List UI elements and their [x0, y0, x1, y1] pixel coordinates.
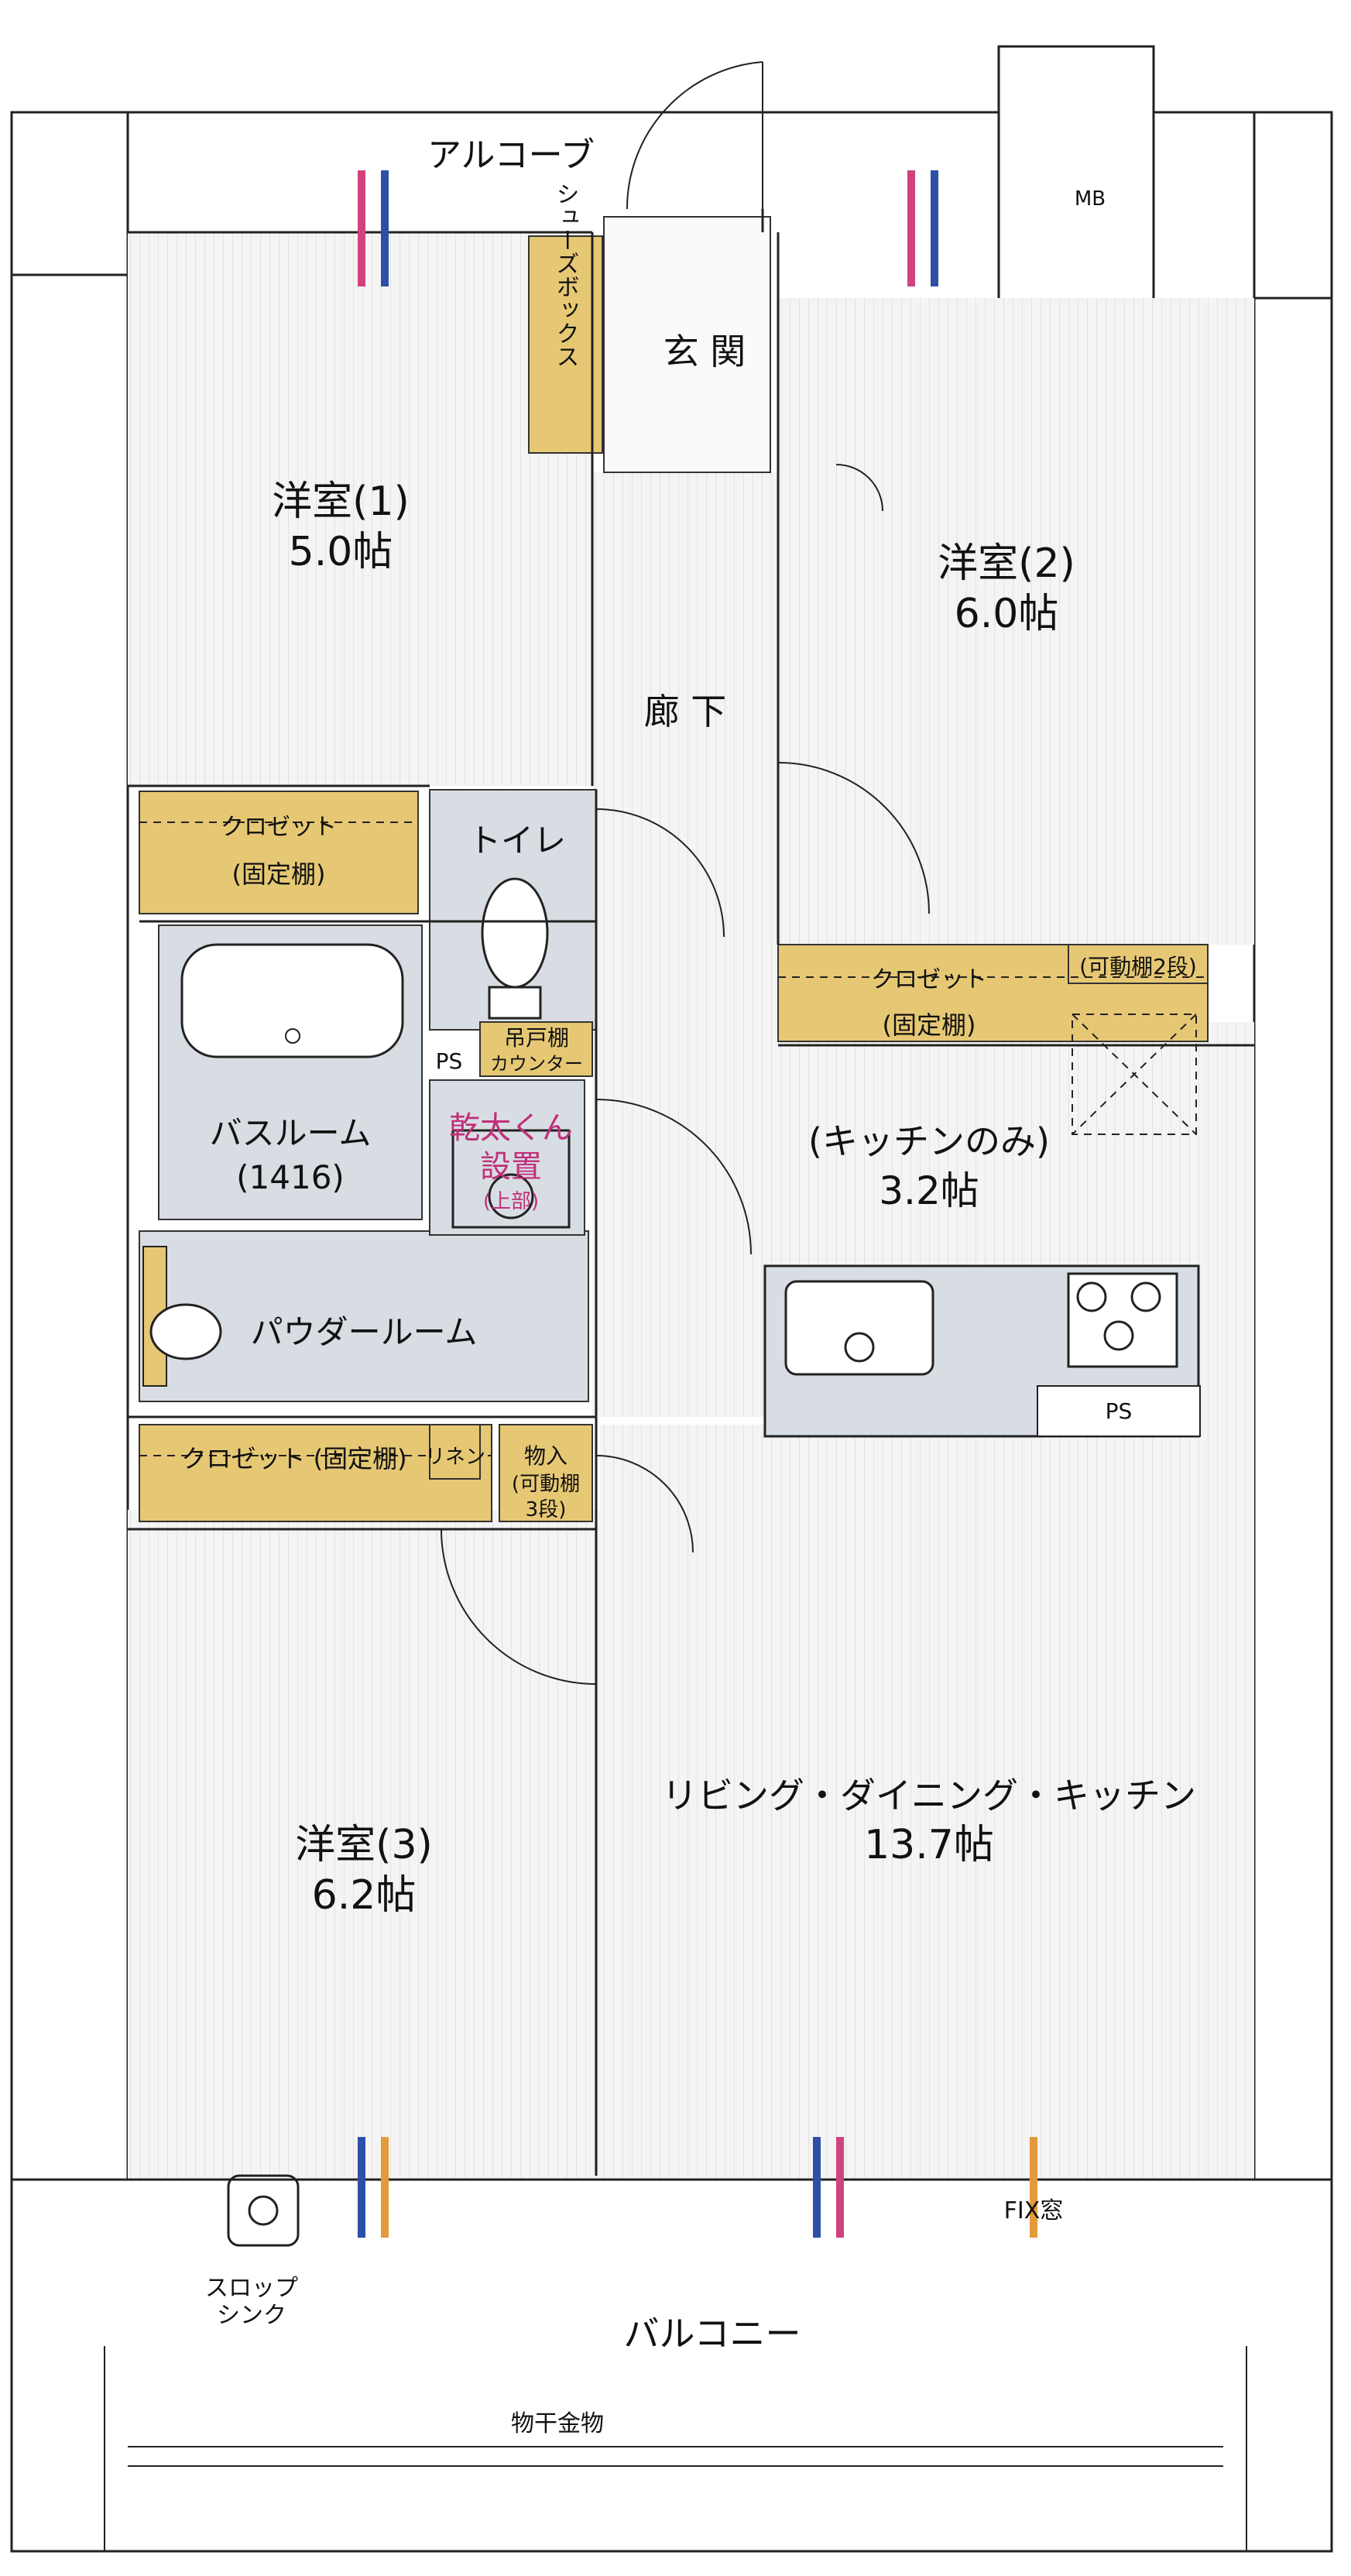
room3-floor: [128, 1510, 600, 2180]
toilet-label: トイレ: [468, 822, 566, 859]
dryer-area: [429, 1079, 585, 1236]
alcove-label: アルコーブ: [427, 135, 595, 175]
corridor-floor: [592, 472, 778, 1417]
room3-size: 6.2帖: [312, 1872, 417, 1919]
dryer-unit: [451, 1129, 571, 1229]
toilet-door-swing: [595, 808, 725, 938]
stove: [1067, 1272, 1178, 1368]
fix-window-label: FIX窓: [1004, 2197, 1064, 2224]
ldk-name: リビング・ダイニング・キッチン: [662, 1775, 1196, 1816]
room2-name: 洋室(2): [938, 540, 1075, 587]
storage-door-swing: [595, 1455, 694, 1553]
kitchen-ps-label: PS: [1106, 1398, 1133, 1424]
bathroom-size: (1416): [236, 1158, 345, 1196]
closet1: [139, 791, 419, 914]
linen-label: リネン: [425, 1446, 485, 1469]
balcony-label: バルコニー: [623, 2313, 801, 2355]
kitchen-size: 3.2帖: [879, 1168, 979, 1213]
room2-size: 6.0帖: [955, 591, 1059, 637]
slop-sink-line2: シンク: [217, 2302, 286, 2329]
dryer-line1: 乾太くん: [449, 1110, 573, 1146]
closet3-title: クロゼット (固定棚): [181, 1444, 406, 1473]
kitchen-ps-box: [1037, 1385, 1201, 1437]
powder-door-swing: [595, 1099, 752, 1255]
clothes-hanger-label: 物干金物: [511, 2410, 604, 2437]
closet1-sub: (固定棚): [232, 859, 326, 889]
entrance-label: 玄 関: [663, 331, 746, 372]
kitchen-name: (キッチンのみ): [808, 1120, 1050, 1162]
room2-floor: [778, 298, 1254, 945]
fixtures: [142, 877, 571, 2247]
balcony: [104, 2346, 1247, 2551]
storage-line2: (可動棚: [512, 1473, 580, 1496]
hanging-shelf: [479, 1021, 593, 1077]
faucet: [844, 1332, 875, 1363]
hanging-shelf-line2: カウンター: [490, 1053, 583, 1075]
entrance-floor: [603, 216, 771, 473]
shoe-box: [528, 235, 603, 454]
ps-small-label: PS: [436, 1048, 463, 1074]
room2-door-swing: [777, 762, 930, 914]
linen-closet: [429, 1424, 481, 1480]
storage-line3: 3段): [526, 1498, 567, 1521]
ldk-size: 13.7帖: [864, 1822, 994, 1868]
hanging-shelf-line1: 吊戸棚: [504, 1025, 569, 1051]
closets: [139, 235, 1209, 1522]
doors: [441, 61, 930, 1685]
shoe-box-label: シューズボックス: [552, 182, 579, 368]
storage-closet: [499, 1424, 593, 1522]
room-floors: [128, 216, 1254, 2180]
vanity-sink: [149, 1303, 222, 1360]
bathroom-name: バスルーム: [210, 1114, 372, 1152]
storage-line1: 物入: [524, 1443, 567, 1469]
interior-walls: [12, 209, 1332, 2181]
closet2-title: クロゼット: [871, 966, 987, 993]
powder-room-label: パウダールーム: [251, 1313, 478, 1351]
front-door-swing: [626, 61, 763, 210]
slop-sink: [227, 2174, 300, 2247]
closet1-title: クロゼット: [221, 814, 337, 841]
corridor-label: 廊 下: [644, 691, 727, 732]
room3-name: 洋室(3): [295, 1822, 433, 1868]
dryer-line3: (上部): [483, 1190, 539, 1213]
outer-walls: [10, 45, 1333, 2553]
sink: [784, 1280, 934, 1376]
closet2-sub: (固定棚): [883, 1010, 976, 1040]
toilet-bowl: [481, 877, 549, 989]
room1-size: 5.0帖: [289, 529, 393, 575]
ldk-floor: [600, 1425, 1254, 2180]
bathtub: [180, 943, 404, 1058]
pipe-markers: [358, 170, 1037, 2238]
dryer-line2: 設置: [480, 1149, 542, 1185]
slop-sink-line1: スロップ: [205, 2275, 298, 2302]
mb-label: MB: [1075, 187, 1106, 211]
kitchen-counter: [763, 1014, 1201, 1438]
room1-name: 洋室(1): [272, 478, 410, 525]
closet2-extra: (可動棚2段): [1079, 954, 1197, 979]
room3-door-swing: [441, 1528, 597, 1685]
room1-floor: [128, 232, 592, 786]
